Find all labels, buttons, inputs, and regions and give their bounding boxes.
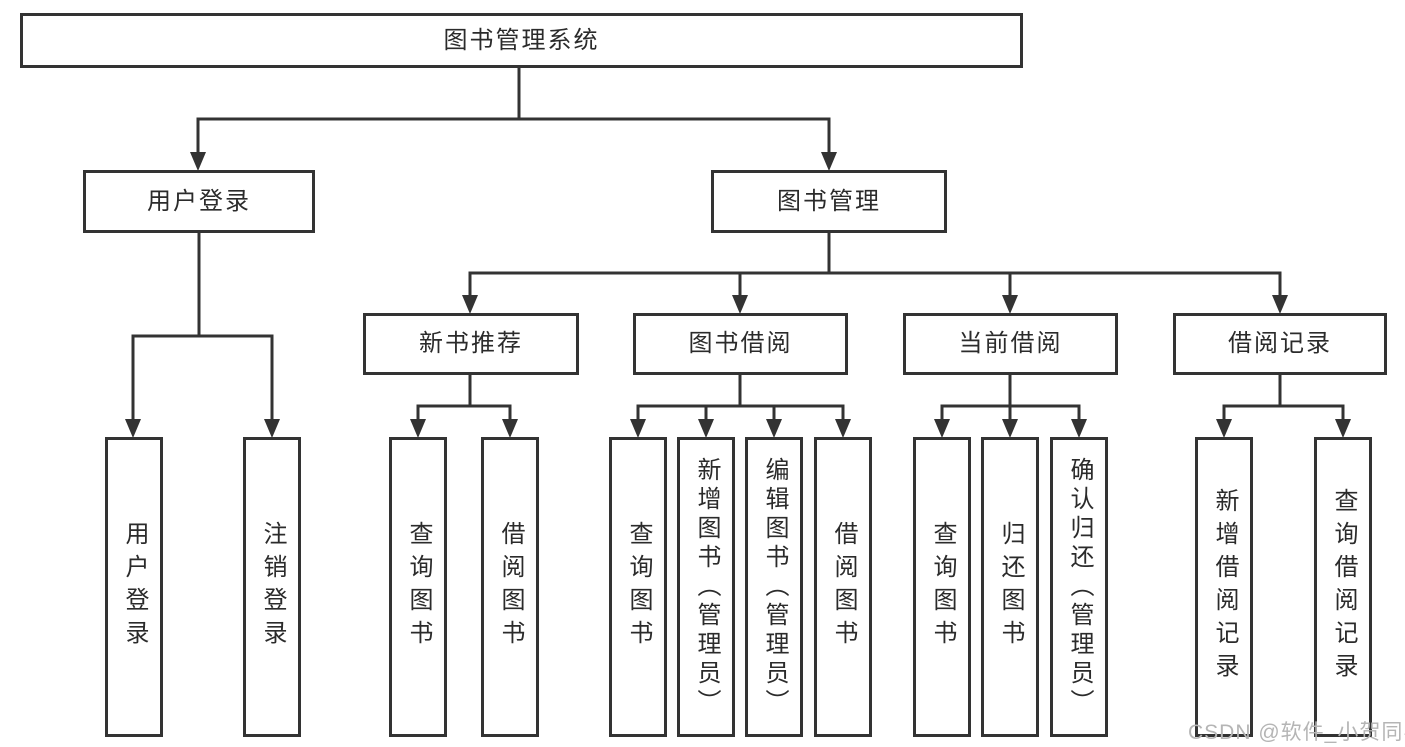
leaf-user-login: 用户登录 [105,437,163,737]
node-current-borrow: 当前借阅 [903,313,1118,375]
leaf-borrow-books-recommend: 借阅图书 [481,437,539,737]
leaf-add-book-admin: 新增图书（管理员） [677,437,735,737]
leaf-add-borrow-record: 新增借阅记录 [1195,437,1253,737]
node-user-login: 用户登录 [83,170,315,233]
csdn-watermark: CSDN @软件_小贺同学 [1188,721,1405,744]
leaf-query-borrow-record: 查询借阅记录 [1314,437,1372,737]
leaf-return-book: 归还图书 [981,437,1039,737]
leaf-query-books-borrow: 查询图书 [609,437,667,737]
leaf-edit-book-admin: 编辑图书（管理员） [745,437,803,737]
node-library-system: 图书管理系统 [20,13,1023,68]
node-book-borrow: 图书借阅 [633,313,848,375]
node-new-book-recommend: 新书推荐 [363,313,579,375]
node-book-management: 图书管理 [711,170,947,233]
leaf-query-books-recommend: 查询图书 [389,437,447,737]
leaf-confirm-return-admin: 确认归还（管理员） [1050,437,1108,737]
leaf-borrow-books-borrow: 借阅图书 [814,437,872,737]
leaf-logout: 注销登录 [243,437,301,737]
leaf-query-books-current: 查询图书 [913,437,971,737]
node-borrow-records: 借阅记录 [1173,313,1387,375]
